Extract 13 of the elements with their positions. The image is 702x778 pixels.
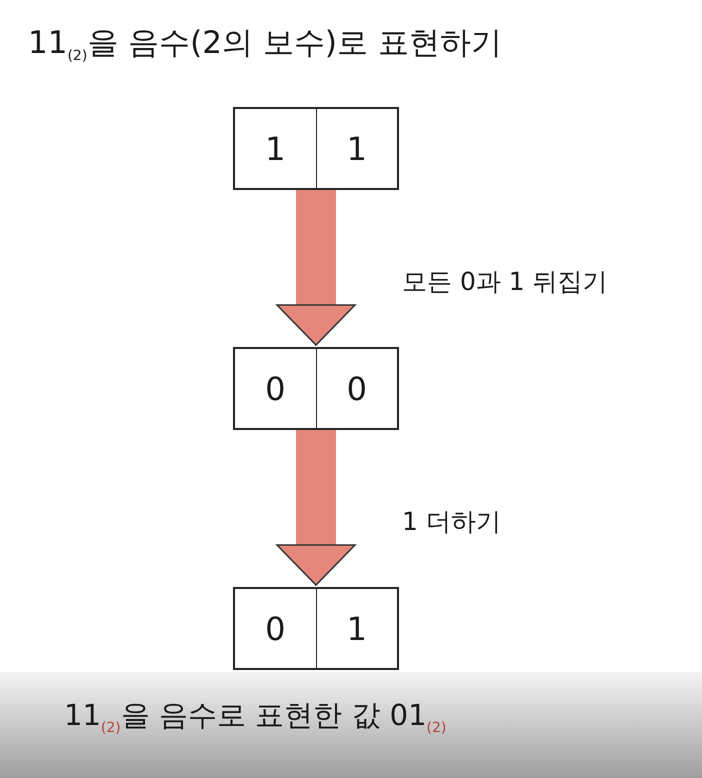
bit-cell: 0 [235, 589, 316, 668]
down-arrow [276, 190, 356, 346]
bit-cell: 1 [235, 109, 316, 188]
bit-cell: 1 [316, 109, 397, 188]
bit-cell: 0 [235, 349, 316, 428]
cell-pair-box [233, 347, 399, 430]
title: 11$_{(2)}$을 음수(2의 보수)로 표현하기 [28, 24, 502, 64]
down-arrow [276, 430, 356, 586]
cell-pair-box [233, 107, 399, 190]
bit-cell: 1 [316, 589, 397, 668]
cell-pair-box [233, 587, 399, 670]
bit-cell: 0 [316, 349, 397, 428]
caption: 11$_{(2)}$을 음수로 표현한 값 01$_{(2)}$ [64, 697, 446, 736]
